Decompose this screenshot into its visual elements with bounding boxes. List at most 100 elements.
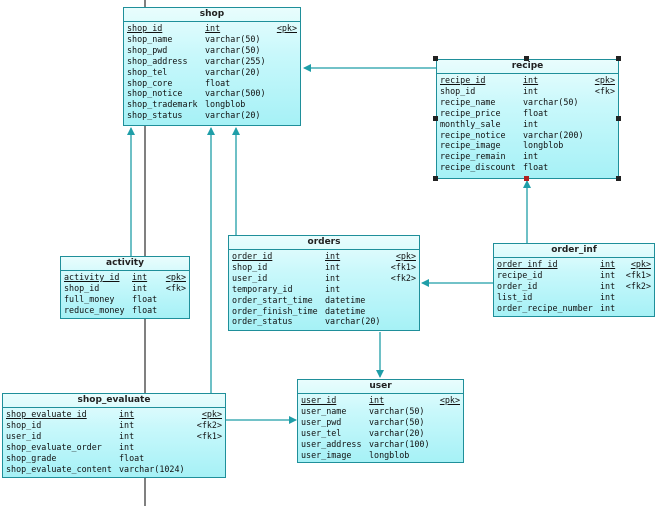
- column-name: user_pwd: [301, 416, 342, 427]
- column-name: user_id: [232, 272, 268, 283]
- column-row[interactable]: user_tel varchar(20): [301, 428, 460, 439]
- column-name: recipe_remain: [440, 151, 506, 162]
- selection-handle[interactable]: [433, 56, 438, 61]
- entity-title: activity: [61, 257, 189, 271]
- column-type: int: [600, 291, 616, 302]
- selection-handle[interactable]: [433, 176, 438, 181]
- column-key: [591, 108, 615, 119]
- column-key: [591, 97, 615, 108]
- column-key: [192, 453, 222, 464]
- column-row[interactable]: recipe_price float: [440, 108, 615, 119]
- column-name: recipe_discount: [440, 162, 516, 173]
- entity-title: user: [298, 380, 463, 394]
- column-type: varchar(100): [369, 438, 430, 449]
- column-type: int: [600, 259, 616, 269]
- column-key: [437, 417, 460, 428]
- column-name: list_id: [497, 291, 533, 302]
- column-name: reduce_money: [64, 304, 125, 315]
- column-key: [275, 99, 297, 110]
- column-type: varchar(50): [369, 405, 425, 416]
- column-type: int: [325, 261, 341, 272]
- column-type: datetime: [325, 305, 366, 316]
- column-key: <fk>: [165, 282, 186, 293]
- column-name: recipe_id: [497, 269, 543, 280]
- selection-handle[interactable]: [524, 56, 529, 61]
- column-name: order_status: [232, 316, 293, 327]
- column-key: [437, 406, 460, 417]
- column-type: float: [523, 107, 549, 118]
- column-type: int: [119, 419, 135, 430]
- column-key: [192, 464, 222, 475]
- entity-title: order_inf: [494, 244, 654, 258]
- selection-handle[interactable]: [433, 116, 438, 121]
- selection-handle[interactable]: [524, 176, 529, 181]
- column-key: [591, 162, 615, 173]
- column-key: <pk>: [395, 251, 416, 261]
- column-key: <fk2>: [625, 280, 651, 291]
- selection-handle[interactable]: [616, 176, 621, 181]
- selection-handle[interactable]: [616, 116, 621, 121]
- column-name: shop_grade: [6, 452, 57, 463]
- selection-handle[interactable]: [616, 56, 621, 61]
- column-row[interactable]: list_id int: [497, 292, 651, 303]
- column-name: shop_address: [127, 55, 188, 66]
- column-name: recipe_name: [440, 96, 496, 107]
- column-type: varchar(20): [369, 427, 425, 438]
- column-name: recipe_price: [440, 107, 501, 118]
- column-name: user_tel: [301, 427, 342, 438]
- column-name: temporary_id: [232, 283, 293, 294]
